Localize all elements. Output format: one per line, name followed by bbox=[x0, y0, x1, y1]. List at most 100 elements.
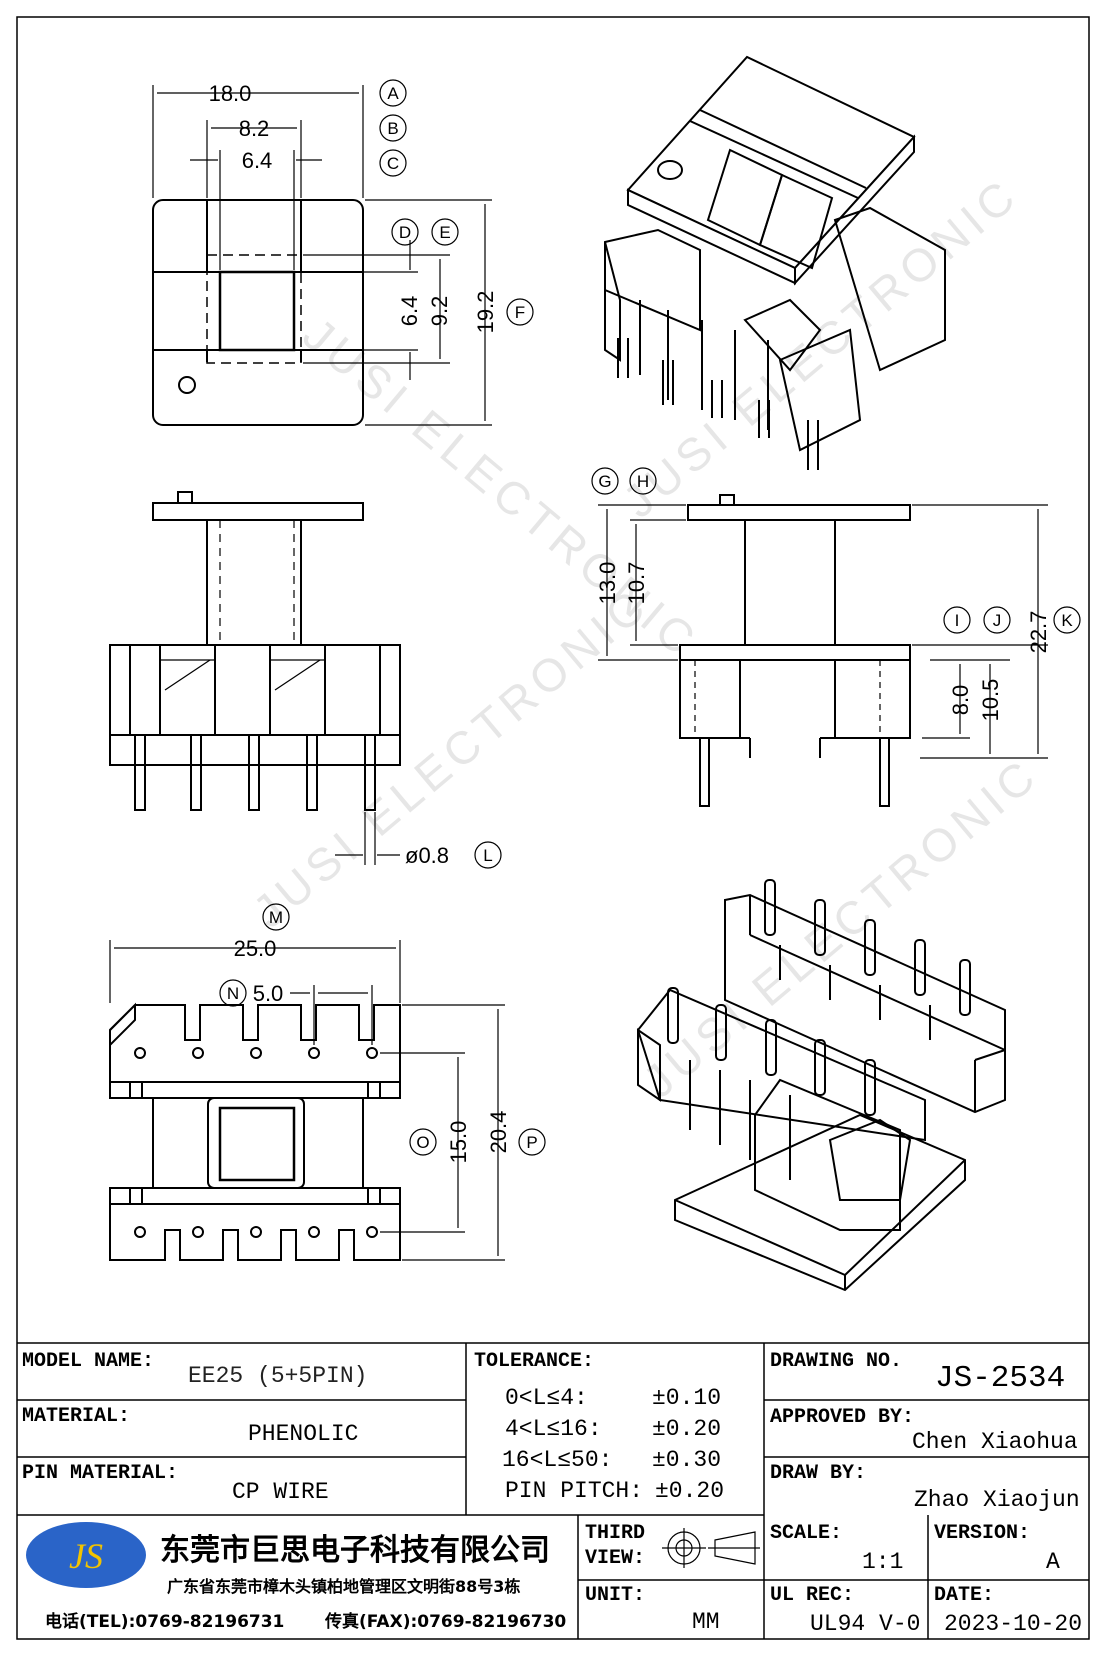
projection-symbol-icon bbox=[662, 1528, 760, 1568]
front-view-dims bbox=[335, 812, 400, 865]
version-value: A bbox=[1046, 1549, 1060, 1575]
callout-c: C bbox=[379, 149, 407, 177]
dim-m: 25.0 bbox=[234, 936, 277, 961]
top-view-dim-labels: 18.0 8.2 6.4 6.4 9.2 19.2 bbox=[209, 81, 498, 333]
model-name-value: EE25 (5+5PIN) bbox=[188, 1363, 367, 1389]
company-name: 东莞市巨思电子科技有限公司 bbox=[160, 1533, 550, 1568]
ul-rec-label: UL REC: bbox=[770, 1584, 854, 1607]
bottom-view-dim-labels: 25.0 5.0 15.0 20.4 bbox=[234, 936, 511, 1163]
scale-label: SCALE: bbox=[770, 1522, 842, 1545]
top-view-dims bbox=[152, 85, 492, 426]
tolerance-value-1: ±0.10 bbox=[652, 1385, 721, 1411]
callout-n: N bbox=[219, 979, 247, 1007]
callout-g: G bbox=[591, 467, 619, 495]
callout-k: K bbox=[1053, 606, 1081, 634]
tolerance-value-3: ±0.30 bbox=[652, 1447, 721, 1473]
dim-b: 8.2 bbox=[239, 116, 270, 141]
approved-by-label: APPROVED BY: bbox=[770, 1406, 914, 1429]
svg-text:JS: JS bbox=[69, 1536, 103, 1576]
bottom-view-dims bbox=[109, 940, 505, 1261]
svg-text:J: J bbox=[993, 611, 1002, 630]
svg-text:L: L bbox=[483, 846, 492, 865]
drawing-no-value: JS-2534 bbox=[935, 1361, 1065, 1396]
model-name-label: MODEL NAME: bbox=[22, 1350, 154, 1373]
svg-text:E: E bbox=[439, 223, 450, 242]
company-tel: 电话(TEL):0769-82196731 bbox=[45, 1611, 284, 1632]
date-value: 2023-10-20 bbox=[944, 1611, 1082, 1637]
callout-b: B bbox=[379, 114, 407, 142]
company-address: 广东省东莞市樟木头镇柏地管理区文明街88号3栋 bbox=[167, 1577, 520, 1596]
bottom-view bbox=[109, 1002, 401, 1261]
callout-f: F bbox=[506, 298, 534, 326]
svg-text:M: M bbox=[269, 908, 283, 927]
ul-rec-value: UL94 V-0 bbox=[810, 1611, 920, 1637]
dim-j: 10.5 bbox=[978, 679, 1003, 722]
tolerance-label: TOLERANCE: bbox=[474, 1350, 594, 1373]
unit-label: UNIT: bbox=[585, 1584, 645, 1607]
sheet-border bbox=[16, 16, 1090, 1640]
callout-a: A bbox=[379, 79, 407, 107]
dim-o: 15.0 bbox=[446, 1121, 471, 1164]
drawing-no-label: DRAWING NO. bbox=[770, 1350, 902, 1373]
pin-material-label: PIN MATERIAL: bbox=[22, 1462, 178, 1485]
tolerance-value-2: ±0.20 bbox=[652, 1416, 721, 1442]
callout-l: L bbox=[474, 841, 502, 869]
callout-circles: A B C D E F G H I J K L M N O P bbox=[219, 79, 1081, 1156]
callout-o: O bbox=[409, 1128, 437, 1156]
callout-j: J bbox=[983, 606, 1011, 634]
watermark-text-4: JUSI ELECTRONIC bbox=[633, 747, 1049, 1108]
company-fax: 传真(FAX):0769-82196730 bbox=[324, 1611, 566, 1632]
callout-h: H bbox=[629, 467, 657, 495]
callout-p: P bbox=[518, 1128, 546, 1156]
svg-text:N: N bbox=[227, 984, 239, 1003]
watermark-text-3: JUSI ELECTRONIC bbox=[243, 577, 659, 938]
svg-text:D: D bbox=[399, 223, 411, 242]
pin-material-value: CP WIRE bbox=[232, 1479, 329, 1505]
svg-text:I: I bbox=[955, 611, 960, 630]
approved-by-value: Chen Xiaohua bbox=[912, 1429, 1078, 1455]
front-view bbox=[109, 491, 401, 811]
side-view bbox=[679, 494, 911, 807]
dim-d: 6.4 bbox=[397, 296, 422, 327]
side-view-dims bbox=[598, 504, 1048, 759]
dim-i: 8.0 bbox=[948, 685, 973, 716]
material-label: MATERIAL: bbox=[22, 1405, 130, 1428]
dim-n: 5.0 bbox=[253, 981, 284, 1006]
dim-l: ø0.8 bbox=[405, 843, 449, 868]
third-view-label-1: THIRD bbox=[585, 1522, 645, 1545]
unit-value: MM bbox=[692, 1609, 720, 1635]
dim-e: 9.2 bbox=[427, 296, 452, 327]
svg-text:G: G bbox=[598, 472, 611, 491]
scale-value: 1:1 bbox=[862, 1549, 903, 1575]
title-block-grid bbox=[17, 1342, 1089, 1639]
tolerance-range-3: 16<L≤50: bbox=[502, 1447, 612, 1473]
dim-a: 18.0 bbox=[209, 81, 252, 106]
draw-by-value: Zhao Xiaojun bbox=[914, 1487, 1080, 1513]
svg-text:K: K bbox=[1061, 611, 1073, 630]
svg-text:F: F bbox=[515, 303, 525, 322]
company-logo: JS bbox=[26, 1522, 146, 1588]
tolerance-range-1: 0<L≤4: bbox=[505, 1385, 588, 1411]
third-view-label-2: VIEW: bbox=[585, 1547, 645, 1570]
tolerance-value-4: ±0.20 bbox=[655, 1478, 724, 1504]
dim-f: 19.2 bbox=[473, 291, 498, 334]
svg-text:C: C bbox=[387, 154, 399, 173]
callout-i: I bbox=[943, 606, 971, 634]
date-label: DATE: bbox=[934, 1584, 994, 1607]
dim-g: 13.0 bbox=[595, 562, 620, 605]
tolerance-range-4: PIN PITCH: bbox=[505, 1478, 643, 1504]
dim-p: 20.4 bbox=[486, 1111, 511, 1154]
svg-text:B: B bbox=[387, 119, 398, 138]
svg-text:A: A bbox=[387, 84, 399, 103]
svg-text:O: O bbox=[416, 1133, 429, 1152]
isometric-bottom bbox=[636, 879, 1006, 1292]
dim-c: 6.4 bbox=[242, 148, 273, 173]
version-label: VERSION: bbox=[934, 1522, 1030, 1545]
callout-e: E bbox=[431, 218, 459, 246]
material-value: PHENOLIC bbox=[248, 1421, 358, 1447]
isometric-top bbox=[604, 55, 946, 470]
side-view-dim-labels: 13.0 10.7 8.0 10.5 22.7 bbox=[595, 562, 1051, 722]
tolerance-range-2: 4<L≤16: bbox=[505, 1416, 602, 1442]
